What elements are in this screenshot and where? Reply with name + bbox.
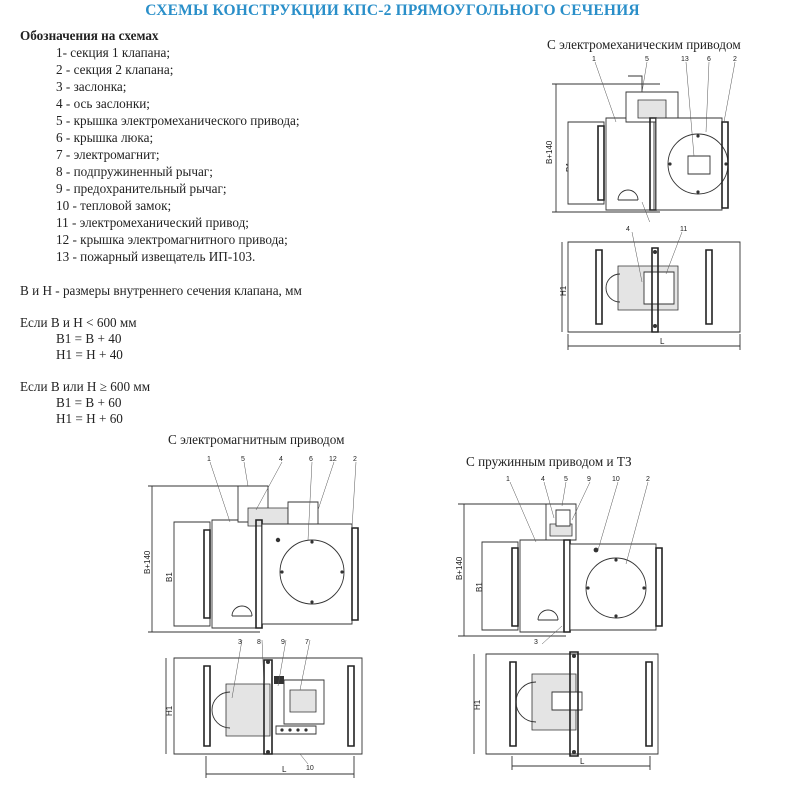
legend-item: 4 - ось заслонки; xyxy=(56,96,150,111)
legend-item: 12 - крышка электромагнитного привода; xyxy=(56,232,288,247)
label-2: 2 xyxy=(733,56,737,63)
drawing-spring-plan: H1 H L xyxy=(473,648,671,778)
label-1: 1 xyxy=(506,476,510,483)
label-3: 3 xyxy=(534,639,538,646)
dim-b140: B+140 xyxy=(455,556,464,580)
dim-h1: H1 xyxy=(165,705,174,716)
formula-b1-small: B1 = B + 40 xyxy=(56,331,122,346)
formula-h1-large: H1 = H + 60 xyxy=(56,411,123,426)
legend-item: 2 - секция 2 клапана; xyxy=(56,62,174,77)
legend: Обозначения на схемах 1- секция 1 клапан… xyxy=(20,27,300,265)
legend-item: 9 - предохранительный рычаг; xyxy=(56,181,227,196)
legend-item: 3 - заслонка; xyxy=(56,79,127,94)
label-4: 4 xyxy=(626,226,630,233)
label-11: 11 xyxy=(680,226,687,233)
label-7: 7 xyxy=(305,639,309,646)
legend-item: 1- секция 1 клапана; xyxy=(56,45,171,60)
caption-electromechanical: С электромеханическим приводом xyxy=(547,37,741,52)
drawing-electromagnetic-plan: H1 H L 3 8 9 7 10 xyxy=(165,639,375,784)
label-8: 8 xyxy=(257,639,261,646)
label-3: 3 xyxy=(238,639,242,646)
dimension-notes: B и H - размеры внутреннего сечения клап… xyxy=(20,283,302,427)
label-6: 6 xyxy=(707,56,711,63)
label-4: 4 xyxy=(541,476,545,483)
label-10: 10 xyxy=(612,476,620,483)
label-5: 5 xyxy=(564,476,568,483)
drawing-electromagnetic-front: B+140 B1 B 1 5 4 6 12 2 xyxy=(143,456,375,642)
label-12: 12 xyxy=(329,456,337,463)
dim-b140: B+140 xyxy=(545,140,554,164)
drawing-electromechanical-front: B+140 B1 B 1 5 13 6 2 3 xyxy=(545,56,737,222)
label-6: 6 xyxy=(309,456,313,463)
legend-item: 11 - электромеханический привод; xyxy=(56,215,249,230)
label-2: 2 xyxy=(646,476,650,483)
legend-item: 5 - крышка электромеханического привода; xyxy=(56,113,300,128)
drawing-spring-front: B+140 B1 B 1 4 5 9 10 2 3 xyxy=(455,476,675,646)
drawing-electromechanical-plan: H1 H L 4 11 xyxy=(559,226,756,357)
legend-heading: Обозначения на схемах xyxy=(20,28,159,43)
dim-l: L xyxy=(580,757,585,766)
label-2: 2 xyxy=(353,456,357,463)
legend-item: 10 - тепловой замок; xyxy=(56,198,172,213)
caption-electromagnetic: С электромагнитным приводом xyxy=(168,432,345,447)
dim-b140: B+140 xyxy=(143,550,152,574)
dim-b1: B1 xyxy=(165,572,174,582)
label-1: 1 xyxy=(592,56,596,63)
page-title: СХЕМЫ КОНСТРУКЦИИ КПС-2 ПРЯМОУГОЛЬНОГО С… xyxy=(145,2,640,19)
dim-l: L xyxy=(660,337,665,346)
caption-spring: С пружинным приводом и ТЗ xyxy=(466,454,632,469)
dim-l: L xyxy=(282,765,287,774)
label-10: 10 xyxy=(306,765,314,772)
dim-b1: B1 xyxy=(475,582,484,592)
label-5: 5 xyxy=(241,456,245,463)
dim-h1: H1 xyxy=(559,285,568,296)
label-1: 1 xyxy=(207,456,211,463)
legend-item: 13 - пожарный извещатель ИП-103. xyxy=(56,249,256,264)
dim-h1: H1 xyxy=(473,699,482,710)
legend-item: 6 - крышка люка; xyxy=(56,130,154,145)
condition-large: Если B или H ≥ 600 мм xyxy=(20,379,151,394)
label-9: 9 xyxy=(587,476,591,483)
label-13: 13 xyxy=(681,56,689,63)
dimension-note: B и H - размеры внутреннего сечения клап… xyxy=(20,283,302,298)
label-9: 9 xyxy=(281,639,285,646)
formula-b1-large: B1 = B + 60 xyxy=(56,395,122,410)
condition-small: Если B и H < 600 мм xyxy=(20,315,137,330)
legend-item: 8 - подпружиненный рычаг; xyxy=(56,164,213,179)
legend-item: 7 - электромагнит; xyxy=(56,147,160,162)
label-5: 5 xyxy=(645,56,649,63)
label-4: 4 xyxy=(279,456,283,463)
formula-h1-small: H1 = H + 40 xyxy=(56,347,123,362)
